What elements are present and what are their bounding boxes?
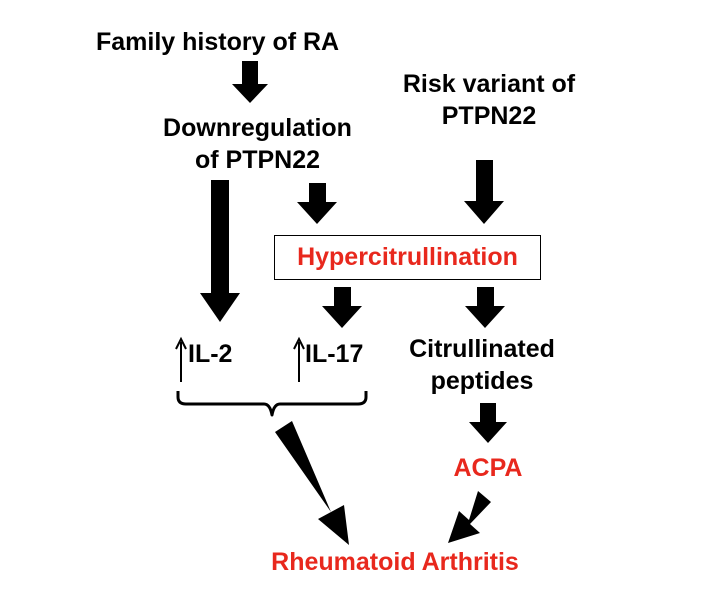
arrow-family-to-downregulation (232, 61, 268, 103)
il17-label: IL-17 (305, 340, 364, 368)
risk-variant-line2: PTPN22 (441, 102, 537, 130)
arrow-citrullinated-to-acpa (469, 403, 507, 443)
risk-variant-line1: Risk variant of (402, 70, 576, 98)
arrow-downregulation-to-hypercitrullination (297, 183, 337, 224)
arrow-il-brace-to-ra (275, 421, 349, 545)
citrullinated-line2: peptides (430, 367, 534, 395)
hypercitrullination-box: Hypercitrullination (274, 235, 541, 280)
increase-arrow-icon (293, 336, 305, 382)
arrow-riskvariant-to-hypercitrullination (464, 160, 504, 224)
arrow-hypercitrullination-to-il17 (322, 287, 362, 328)
grouping-brace (176, 391, 368, 417)
downregulation-line1: Downregulation (163, 114, 352, 142)
risk-variant-label: Risk variant of PTPN22 (384, 68, 594, 132)
downregulation-label: Downregulation of PTPN22 (150, 112, 365, 176)
hypercitrullination-label: Hypercitrullination (297, 243, 518, 271)
arrow-downregulation-to-il2 (200, 180, 240, 322)
citrullinated-line1: Citrullinated (409, 335, 555, 363)
citrullinated-peptides-label: Citrullinated peptides (382, 333, 582, 397)
arrow-acpa-to-ra (448, 491, 491, 543)
rheumatoid-arthritis-label: Rheumatoid Arthritis (271, 548, 519, 576)
arrow-hypercitrullination-to-citrullinated (465, 287, 505, 328)
increase-arrow-icon (175, 336, 187, 382)
family-history-label: Family history of RA (96, 28, 340, 56)
downregulation-line2: of PTPN22 (194, 146, 321, 174)
acpa-label: ACPA (453, 454, 523, 482)
il2-label: IL-2 (188, 340, 233, 368)
